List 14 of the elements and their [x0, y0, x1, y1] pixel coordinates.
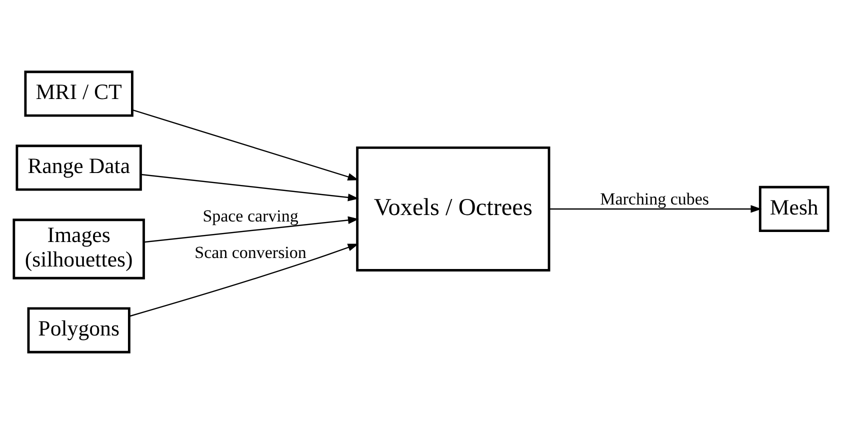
node-box: Polygons [26, 307, 130, 354]
arrow [140, 174, 358, 202]
edge-label: Marching cubes [600, 189, 709, 208]
node-box: Mesh [758, 186, 829, 232]
edge-label: Scan conversion [194, 242, 306, 262]
node-box: MRI / CT [24, 70, 133, 117]
edge-label: Space carving [202, 206, 298, 226]
node-box: Images (silhouettes) [12, 218, 144, 280]
arrow [128, 244, 358, 317]
node-box: Range Data [15, 144, 142, 191]
arrow [143, 216, 358, 243]
node-box: Voxels / Octrees [356, 146, 550, 272]
arrow [548, 205, 762, 213]
arrow [132, 109, 358, 180]
